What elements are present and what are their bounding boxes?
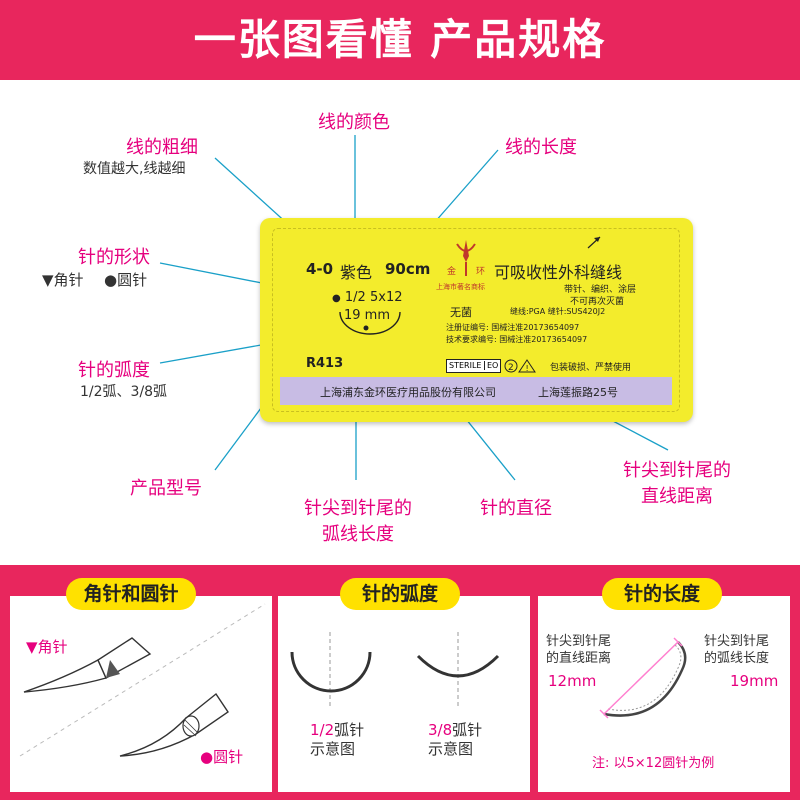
label-thread-color: 线的颜色	[318, 112, 390, 133]
three-eighths-suffix: 弧针	[452, 721, 483, 739]
cutting-needle-triangle	[106, 660, 120, 678]
legend-cutting-needle: ▼角针	[42, 271, 84, 289]
svg-text:!: !	[526, 364, 529, 373]
label-needle-curvature: 针的弧度	[78, 360, 150, 381]
curvature-text: 1/2	[344, 290, 366, 305]
needle-size-value: 5x12	[370, 290, 403, 305]
manufacturer-name: 上海浦东金环医疗用品股份有限公司	[320, 386, 496, 399]
arc-caption-line1: 针尖到针尾	[704, 634, 770, 649]
three-eighths-value: 3/8	[428, 721, 453, 739]
package-color: 紫色	[340, 263, 373, 282]
length-note: 注: 以5×12圆针为例	[592, 756, 715, 771]
tech-requirement-number: 技术要求编号: 国械注准20173654097	[446, 335, 588, 344]
panel-needle-length: 针尖到针尾 的直线距离 12mm 针尖到针尾 的弧线长度 19mm 注: 以5×…	[538, 596, 790, 792]
note-thread-thickness: 数值越大,线越细	[83, 161, 186, 177]
sterile-mark-text: STERILE	[449, 361, 482, 370]
title-banner: 一张图看懂 产品规格	[0, 0, 800, 80]
label-thread-thickness: 线的粗细	[126, 137, 198, 158]
label-product-model: 产品型号	[130, 478, 202, 499]
chord-line	[603, 641, 679, 715]
panel-cutting-label: ▼角针	[26, 638, 68, 656]
product-features: 带针、编织、涂层	[564, 285, 637, 295]
logo-char-left: 金	[447, 265, 456, 277]
sterile-text: 无菌	[450, 306, 472, 319]
three-eighths-curvature-label: 3/8弧针	[428, 719, 482, 740]
label-needle-shape: 针的形状	[78, 247, 150, 268]
panel-round-label: ●圆针	[200, 748, 244, 766]
arc-length-line2: 弧线长度	[322, 524, 394, 545]
pill-needle-length: 针的长度	[602, 578, 722, 610]
brand-caption: 上海市著名商标	[436, 283, 485, 291]
package-seal-border	[272, 228, 680, 412]
suture-package: 4-0 紫色 90cm 金 环 上海市著名商标 可吸收性外科缝线 带针、编织、涂…	[260, 218, 693, 422]
chord-caption-line1: 针尖到针尾	[546, 634, 612, 649]
pill-needle-shape: 角针和圆针	[66, 578, 196, 610]
cutting-needle-tip	[23, 659, 107, 693]
round-needle-dot: ●	[332, 293, 341, 304]
half-curvature-value: 1/2	[310, 721, 335, 739]
label-thread-length: 线的长度	[505, 137, 577, 158]
half-curvature-caption: 示意图	[310, 740, 356, 758]
material-text: 缝线:PGA 缝针:SUS420J2	[510, 307, 606, 316]
banner-title: 一张图看懂 产品规格	[193, 15, 607, 64]
registration-number: 注册证编号: 国械注准20173654097	[446, 323, 580, 332]
sterile-mark: STERILE EO	[446, 359, 502, 373]
half-circle-needle	[290, 651, 372, 693]
label-arc-length: 针尖到针尾的 弧线长度	[298, 494, 418, 546]
product-name: 可吸收性外科缝线	[494, 263, 623, 282]
open-arrow-icon	[587, 236, 601, 249]
curvature-diagram	[290, 632, 500, 708]
chord-caption-line2: 的直线距离	[546, 651, 612, 666]
half-curvature-label: 1/2弧针	[310, 719, 364, 740]
chord-length-line1: 针尖到针尾的	[623, 460, 731, 481]
model-number: R413	[306, 356, 344, 371]
panel-needle-shape: ▼角针 ●圆针	[10, 596, 272, 792]
half-curvature-suffix: 弧针	[334, 721, 365, 739]
package-size: 4-0	[306, 260, 334, 278]
needle-shape-diagram	[19, 603, 266, 757]
cutting-needle-shaft	[97, 637, 152, 679]
needle-length-value: 19 mm	[344, 308, 391, 323]
arc-length-line1: 针尖到针尾的	[304, 498, 412, 519]
needle-length-diagram	[599, 637, 687, 719]
label-chord-length: 针尖到针尾的 直线距离	[612, 456, 742, 508]
svg-text:2: 2	[508, 363, 514, 373]
note-needle-curvature: 1/2弧、3/8弧	[80, 384, 168, 400]
warning-text: 包装破损、严禁使用	[550, 363, 632, 373]
needle-curve	[603, 641, 687, 717]
manufacturer-address: 上海莲振路25号	[538, 386, 618, 399]
legend-round-needle: ●圆针	[104, 271, 148, 289]
chord-value: 12mm	[548, 672, 597, 690]
three-eighths-needle	[416, 654, 500, 678]
no-resterilize: 不可再次灭菌	[570, 297, 625, 307]
brand-logo: 金 环	[447, 240, 485, 277]
three-eighths-caption: 示意图	[428, 740, 474, 758]
needle-arc-icon	[339, 311, 401, 335]
panel-needle-curvature: 1/2弧针 示意图 3/8弧针 示意图	[278, 596, 530, 792]
pill-needle-curvature: 针的弧度	[340, 578, 460, 610]
manufacturer-band	[280, 377, 672, 405]
arc-value: 19mm	[730, 672, 779, 690]
sterile-method: EO	[484, 361, 499, 370]
logo-char-right: 环	[476, 266, 485, 277]
chord-length-line2: 直线距离	[641, 486, 713, 507]
needle-curvature-value: ● 1/2	[332, 290, 366, 305]
arc-caption-line2: 的弧线长度	[704, 651, 770, 666]
package-length: 90cm	[385, 260, 431, 278]
label-needle-diameter: 针的直径	[480, 498, 552, 519]
caution-icons: 2 !	[504, 359, 536, 373]
